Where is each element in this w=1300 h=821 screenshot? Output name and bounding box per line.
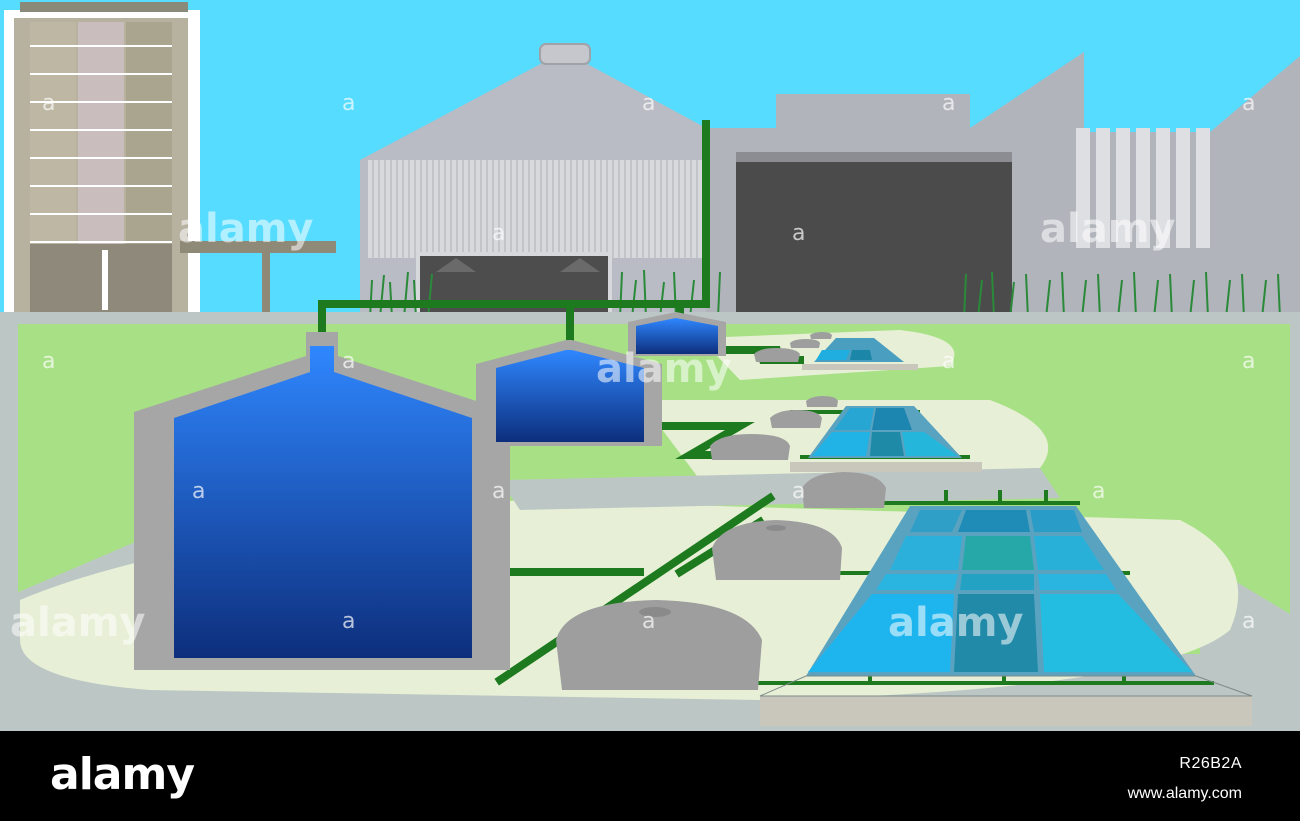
alamy-mark: a: [642, 91, 655, 116]
site-url[interactable]: www.alamy.com: [1127, 785, 1242, 802]
clarifier-domes: [556, 332, 886, 690]
alamy-mark: a: [642, 609, 655, 634]
alamy-mark: a: [492, 221, 505, 246]
alamy-mark: a: [1242, 91, 1255, 116]
alamy-watermark-text: alamy: [1040, 206, 1175, 252]
alamy-small-marks: a a a a a a a a a a a a a a a a a a: [42, 91, 1255, 634]
large-digester-tank: [134, 332, 510, 670]
alamy-watermark-text: alamy: [10, 600, 145, 646]
office-building: [4, 2, 336, 315]
alamy-mark: a: [792, 479, 805, 504]
alamy-mark: a: [342, 349, 355, 374]
small-digester-tank: [628, 312, 726, 356]
alamy-mark: a: [1242, 349, 1255, 374]
medium-digester-tank: [476, 340, 662, 446]
alamy-mark: a: [492, 479, 505, 504]
alamy-logo[interactable]: alamy: [50, 749, 195, 800]
aeration-basin-front: [760, 506, 1252, 726]
alamy-mark: a: [1242, 609, 1255, 634]
aeration-basin-middle: [790, 406, 982, 472]
footer-bar: alamy R26B2A www.alamy.com: [0, 731, 1300, 821]
factory-buildings: [360, 43, 1300, 318]
alamy-watermark-text: alamy: [178, 206, 313, 252]
alamy-mark: a: [192, 479, 205, 504]
alamy-mark: a: [792, 221, 805, 246]
alamy-mark: a: [342, 91, 355, 116]
alamy-mark: a: [42, 91, 55, 116]
alamy-mark: a: [1092, 479, 1105, 504]
alamy-mark: a: [942, 349, 955, 374]
image-id: R26B2A: [1179, 755, 1242, 772]
image-meta: R26B2A www.alamy.com: [1128, 755, 1242, 803]
alamy-watermark-text: alamy: [888, 600, 1023, 646]
alamy-watermark-text: alamy: [596, 346, 731, 392]
alamy-watermark: alamy alamy alamy alamy alamy: [10, 206, 1175, 646]
alamy-mark: a: [942, 91, 955, 116]
aeration-basin-back: [802, 338, 918, 370]
alamy-mark: a: [42, 349, 55, 374]
alamy-mark: a: [342, 609, 355, 634]
